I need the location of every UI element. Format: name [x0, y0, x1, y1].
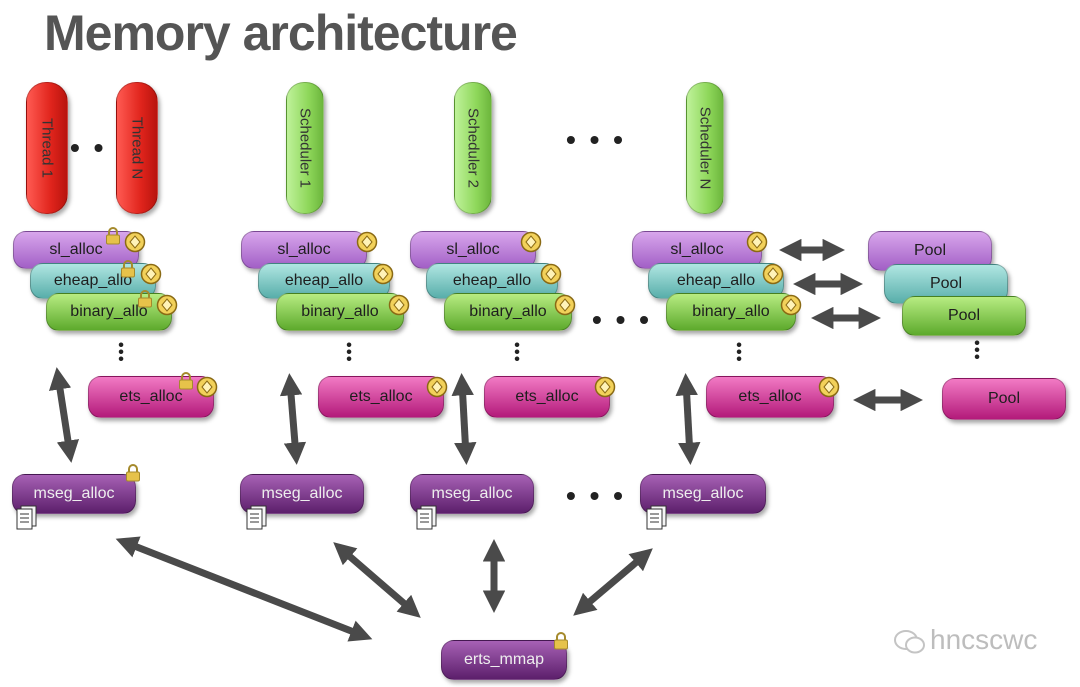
sched1-binary-alloc: binary_allo [276, 293, 404, 331]
sched2-ets-alloc: ets_alloc [484, 376, 610, 418]
sched1-ets-alloc: ets_alloc [318, 376, 444, 418]
dot-trail: ••• [346, 337, 352, 368]
dot-trail: ••• [736, 337, 742, 368]
lock-icon [126, 464, 140, 482]
gear-badge-icon [388, 294, 410, 316]
scheduler-n: Scheduler N [686, 82, 724, 214]
scheduler-ellipsis: • • • [566, 124, 626, 155]
gear-badge-icon [372, 263, 394, 285]
sched1-binary-alloc-label: binary_allo [301, 303, 379, 320]
schedn-sl-alloc-label: sl_alloc [670, 241, 724, 258]
lock-icon [179, 372, 193, 390]
dot-trail: ••• [974, 335, 980, 366]
gear-badge-icon [780, 294, 802, 316]
gear-badge-icon [426, 376, 448, 398]
sched1-eheap-alloc-label: eheap_allo [284, 272, 364, 289]
sched2-binary-alloc: binary_allo [444, 293, 572, 331]
gear-badge-icon [762, 263, 784, 285]
sched2-binary-alloc-label: binary_allo [469, 303, 547, 320]
page-stack-icon [246, 505, 267, 530]
erts-mmap: erts_mmap [441, 640, 567, 680]
thread-eheap-alloc-label: eheap_allo [53, 272, 133, 289]
gear-badge-icon [594, 376, 616, 398]
sched2-sl-alloc: sl_alloc [410, 231, 536, 269]
lock-icon [121, 260, 135, 278]
thread-mseg-alloc-label: mseg_alloc [33, 485, 115, 502]
sched1-mseg-alloc-label: mseg_alloc [261, 485, 343, 502]
thread-n: Thread N [116, 82, 158, 214]
sched1-sl-alloc: sl_alloc [241, 231, 367, 269]
pool-ets-label: Pool [987, 390, 1021, 407]
gear-badge-icon [156, 294, 178, 316]
lock-icon [554, 632, 568, 650]
scheduler-1: Scheduler 1 [286, 82, 324, 214]
schedn-sl-alloc: sl_alloc [632, 231, 762, 269]
double-arrow-icon [115, 536, 373, 642]
schedn-binary-alloc-label: binary_allo [692, 303, 770, 320]
lock-icon [106, 227, 120, 245]
pool-ets: Pool [942, 378, 1066, 420]
scheduler-2: Scheduler 2 [454, 82, 492, 214]
page-stack-icon [16, 505, 37, 530]
pool-sl-label: Pool [913, 242, 947, 259]
sched2-eheap-alloc-label: eheap_allo [452, 272, 532, 289]
double-arrow-icon [573, 548, 653, 616]
gear-badge-icon [746, 231, 768, 253]
sched2-sl-alloc-label: sl_alloc [446, 241, 500, 258]
dot-trail: ••• [118, 337, 124, 368]
double-arrow-icon [675, 373, 701, 465]
lock-icon [138, 290, 152, 308]
sched2-mseg-alloc-label: mseg_alloc [431, 485, 513, 502]
wechat-icon [894, 630, 925, 654]
thread-ets-alloc-label: ets_alloc [119, 388, 183, 405]
pool-binary-label: Pool [947, 307, 981, 324]
schedn-mseg-alloc-label: mseg_alloc [662, 485, 744, 502]
erts-mmap-label: erts_mmap [463, 651, 545, 668]
gear-badge-icon [540, 263, 562, 285]
sched1-sl-alloc-label: sl_alloc [277, 241, 331, 258]
gear-badge-icon [140, 263, 162, 285]
gear-badge-icon [554, 294, 576, 316]
allocator-ellipsis: • • • [592, 304, 652, 335]
double-arrow-icon [279, 373, 307, 465]
gear-badge-icon [124, 231, 146, 253]
thread-binary-alloc-label: binary_allo [70, 303, 148, 320]
schedn-eheap-alloc-label: eheap_allo [676, 272, 756, 289]
watermark-text: hncscwc [930, 624, 1038, 655]
page-stack-icon [646, 505, 667, 530]
mseg-ellipsis: • • • [566, 480, 626, 511]
gear-badge-icon [818, 376, 840, 398]
gear-badge-icon [196, 376, 218, 398]
double-arrow-icon [451, 373, 477, 465]
sched1-mseg-alloc: mseg_alloc [240, 474, 364, 514]
dot-trail: ••• [514, 337, 520, 368]
gear-badge-icon [356, 231, 378, 253]
page-stack-icon [416, 505, 437, 530]
thread-sl-alloc-label: sl_alloc [49, 241, 103, 258]
double-arrow-icon [48, 367, 80, 463]
diagram-title: Memory architecture [44, 5, 518, 61]
pool-binary: Pool [902, 296, 1026, 336]
schedn-ets-alloc-label: ets_alloc [738, 388, 802, 405]
pool-eheap-label: Pool [929, 275, 963, 292]
sched2-ets-alloc-label: ets_alloc [515, 388, 579, 405]
double-arrow-icon [333, 542, 421, 618]
gear-badge-icon [520, 231, 542, 253]
schedn-ets-alloc: ets_alloc [706, 376, 834, 418]
sched1-ets-alloc-label: ets_alloc [349, 388, 413, 405]
thread-1: Thread 1 [26, 82, 68, 214]
